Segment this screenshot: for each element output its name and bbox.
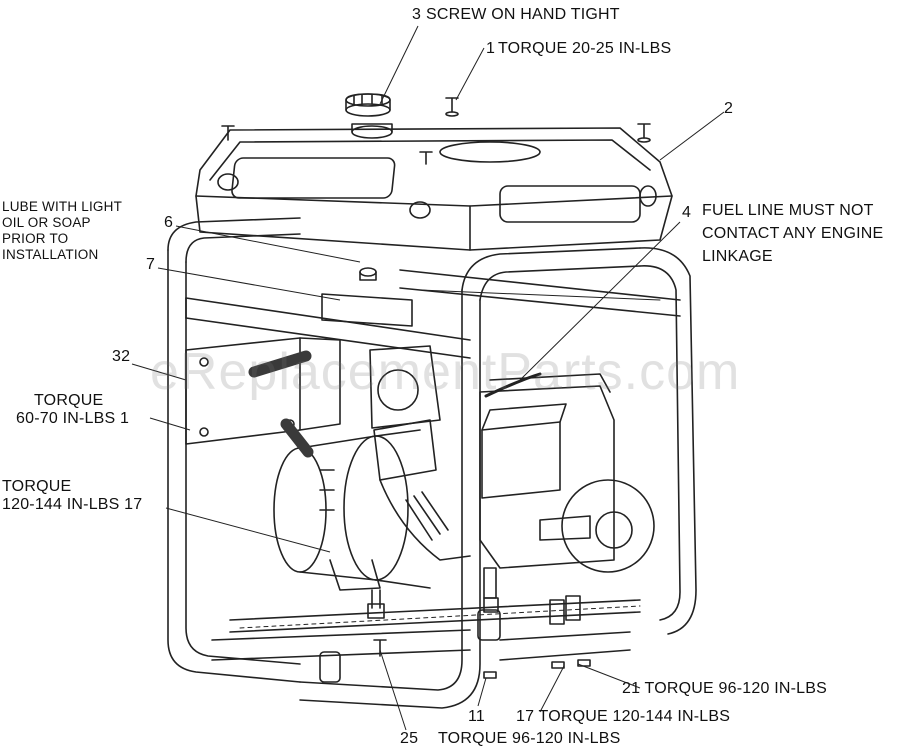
callout-4-line-1: FUEL LINE MUST NOT <box>702 202 874 219</box>
callout-4-number: 4 <box>682 204 692 221</box>
lube-note-line-1: LUBE WITH LIGHT <box>2 199 123 214</box>
alternator <box>273 429 431 619</box>
control-panel <box>185 337 341 445</box>
base-fasteners <box>373 639 591 679</box>
leader-lines <box>131 25 725 731</box>
callout-17-left-line-2: 120-144 IN-LBS 17 <box>2 496 143 513</box>
callout-3-number: 3 <box>412 6 422 23</box>
callout-6-number: 6 <box>164 214 174 231</box>
callout-7-number: 7 <box>146 256 156 273</box>
wheel-handles <box>248 350 314 458</box>
callout-17-left-line-1: TORQUE <box>2 478 72 495</box>
callout-1-top-text: TORQUE 20-25 IN-LBS <box>498 40 672 57</box>
callout-11-text: TORQUE 96-120 IN-LBS <box>438 730 621 747</box>
lube-note-line-3: PRIOR TO <box>2 231 69 246</box>
engine <box>369 345 655 625</box>
callout-2-number: 2 <box>724 100 734 117</box>
callout-4-line-3: LINKAGE <box>702 248 773 265</box>
tank-support-rails <box>185 267 681 359</box>
callout-21-text: 21 TORQUE 96-120 IN-LBS <box>622 680 827 697</box>
callout-32-number: 32 <box>112 348 131 365</box>
fuel-cap <box>345 93 391 117</box>
callout-1-left-line-2: 60-70 IN-LBS 1 <box>16 410 130 427</box>
lube-note-line-2: OIL OR SOAP <box>2 215 91 230</box>
callout-3-text: SCREW ON HAND TIGHT <box>426 6 620 23</box>
callout-11-number: 11 <box>468 708 486 725</box>
tube-frame <box>167 217 697 709</box>
watermark: eReplacementParts.com <box>150 343 741 401</box>
callout-4-line-2: CONTACT ANY ENGINE <box>702 225 884 242</box>
callout-1-left-line-1: TORQUE <box>34 392 104 409</box>
callout-1-top-number: 1 <box>486 40 496 57</box>
callout-25-number: 25 <box>400 730 419 747</box>
lube-note-line-4: INSTALLATION <box>2 247 99 262</box>
callout-17-bottom-text: 17 TORQUE 120-144 IN-LBS <box>516 708 731 725</box>
fuel-tank <box>195 93 673 251</box>
